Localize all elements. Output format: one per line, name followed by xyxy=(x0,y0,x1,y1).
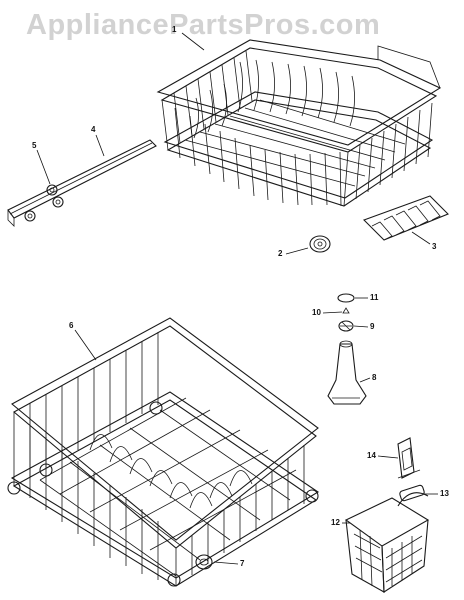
site-watermark: AppliancePartsPros.com xyxy=(26,9,381,41)
tine-row-insert xyxy=(363,195,449,241)
callout-9: 9 xyxy=(370,322,375,331)
rack-wheel xyxy=(309,235,331,253)
shield-bracket xyxy=(397,437,421,479)
upper-rack xyxy=(156,39,442,207)
lower-rack-wheel xyxy=(195,554,213,570)
silverware-basket xyxy=(344,484,430,593)
callout-7: 7 xyxy=(240,559,245,568)
rack-rail xyxy=(7,139,157,227)
callout-14: 14 xyxy=(367,451,376,460)
callout-3: 3 xyxy=(432,242,437,251)
leader-lines xyxy=(36,32,438,565)
callout-4: 4 xyxy=(91,125,96,134)
callout-2: 2 xyxy=(278,249,283,258)
spray-tower xyxy=(327,293,367,405)
callout-11: 11 xyxy=(370,293,379,302)
callout-10: 10 xyxy=(312,308,321,317)
callout-8: 8 xyxy=(372,373,377,382)
callout-1: 1 xyxy=(172,25,177,34)
callout-5: 5 xyxy=(32,141,37,150)
callout-13: 13 xyxy=(440,489,449,498)
lower-rack xyxy=(7,317,320,587)
callout-6: 6 xyxy=(69,321,74,330)
callout-12: 12 xyxy=(331,518,340,527)
